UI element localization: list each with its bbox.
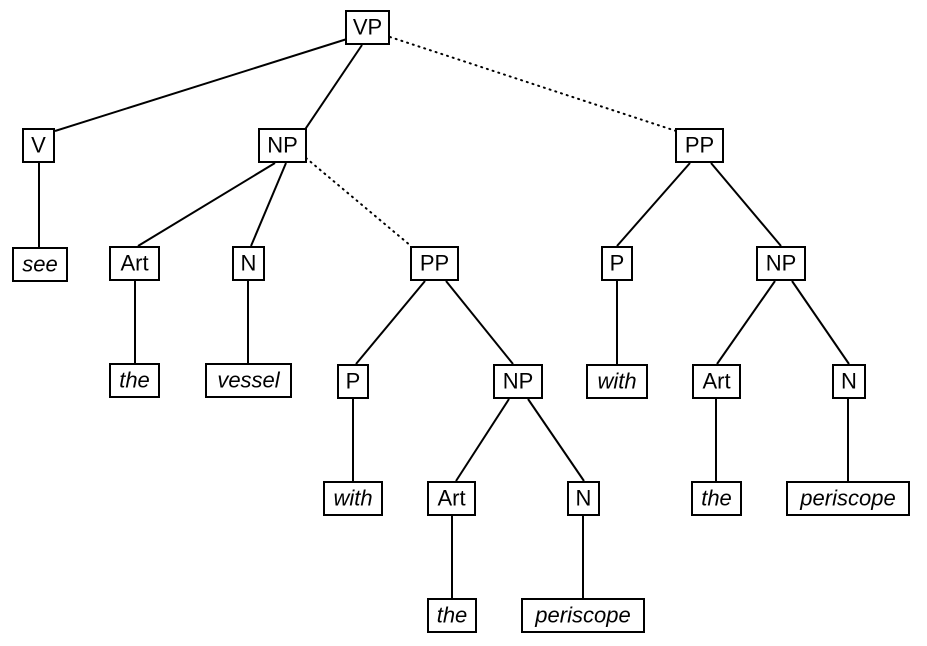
tree-node-v[interactable]: V xyxy=(22,128,55,163)
tree-node-the1[interactable]: the xyxy=(109,363,160,398)
node-label-the_mid: the xyxy=(437,602,468,627)
node-box-periscope_r xyxy=(786,481,910,516)
tree-edge-vp-to-v xyxy=(54,38,348,132)
node-box-pp_right xyxy=(675,128,724,163)
node-box-see xyxy=(12,247,68,282)
node-box-np_right xyxy=(756,246,806,281)
tree-node-the_right[interactable]: the xyxy=(691,481,742,516)
node-label-n_mid: N xyxy=(576,485,592,510)
tree-node-with_mid[interactable]: with xyxy=(323,481,383,516)
tree-edge-pp_right-to-p_right xyxy=(616,162,691,247)
tree-node-periscope_m[interactable]: periscope xyxy=(521,598,645,633)
tree-edge-np1-to-art1 xyxy=(137,162,276,247)
node-box-the_mid xyxy=(427,598,477,633)
tree-node-n_mid[interactable]: N xyxy=(567,481,600,516)
node-box-n1 xyxy=(232,246,265,281)
tree-edge-np_right-to-art_right xyxy=(716,280,776,365)
node-label-v: V xyxy=(31,132,46,157)
node-label-art_mid: Art xyxy=(437,485,465,510)
node-label-np1: NP xyxy=(267,132,298,157)
node-label-pp_mid: PP xyxy=(420,250,449,275)
node-label-the_right: the xyxy=(701,485,732,510)
node-box-vessel xyxy=(205,363,292,398)
tree-node-art_right[interactable]: Art xyxy=(692,364,741,399)
node-label-vessel: vessel xyxy=(217,367,280,392)
node-box-vp xyxy=(345,10,390,45)
node-box-the1 xyxy=(109,363,160,398)
tree-edge-np_mid-to-art_mid xyxy=(455,398,510,482)
node-box-p_mid xyxy=(337,364,369,399)
node-box-periscope_m xyxy=(521,598,645,633)
tree-node-pp_mid[interactable]: PP xyxy=(410,246,459,281)
node-box-with_right xyxy=(586,364,648,399)
tree-node-vessel[interactable]: vessel xyxy=(205,363,292,398)
node-box-np1 xyxy=(258,128,307,163)
node-label-periscope_m: periscope xyxy=(534,602,630,627)
tree-node-np_mid[interactable]: NP xyxy=(493,364,543,399)
node-label-periscope_r: periscope xyxy=(799,485,895,510)
tree-edge-np1-to-pp_mid xyxy=(305,157,412,247)
node-box-np_mid xyxy=(493,364,543,399)
node-label-with_right: with xyxy=(597,368,636,393)
node-box-with_mid xyxy=(323,481,383,516)
node-label-art1: Art xyxy=(120,250,148,275)
node-label-p_mid: P xyxy=(346,368,361,393)
node-box-art_mid xyxy=(427,481,476,516)
node-label-n1: N xyxy=(241,250,257,275)
tree-node-p_mid[interactable]: P xyxy=(337,364,369,399)
tree-edge-vp-to-pp_right xyxy=(389,36,677,132)
tree-edge-np_mid-to-n_mid xyxy=(527,398,585,482)
tree-edge-vp-to-np1 xyxy=(303,44,363,132)
node-label-pp_right: PP xyxy=(685,132,714,157)
node-box-art1 xyxy=(109,246,160,281)
tree-edge-np_right-to-n_right xyxy=(791,280,850,365)
tree-node-vp[interactable]: VP xyxy=(345,10,390,45)
tree-node-see[interactable]: see xyxy=(12,247,68,282)
node-box-art_right xyxy=(692,364,741,399)
node-label-with_mid: with xyxy=(333,485,372,510)
node-box-p_right xyxy=(601,246,633,281)
tree-edge-pp_mid-to-np_mid xyxy=(445,280,514,365)
node-box-n_right xyxy=(832,364,866,399)
tree-edge-pp_mid-to-p_mid xyxy=(355,280,426,365)
node-label-art_right: Art xyxy=(702,368,730,393)
node-label-np_mid: NP xyxy=(503,368,534,393)
tree-node-the_mid[interactable]: the xyxy=(427,598,477,633)
edge-layer xyxy=(38,36,850,598)
node-box-the_right xyxy=(691,481,742,516)
tree-edge-np1-to-n1 xyxy=(250,162,287,247)
node-box-n_mid xyxy=(567,481,600,516)
tree-node-np_right[interactable]: NP xyxy=(756,246,806,281)
tree-edge-pp_right-to-np_right xyxy=(710,162,782,247)
tree-node-n_right[interactable]: N xyxy=(832,364,866,399)
tree-node-with_right[interactable]: with xyxy=(586,364,648,399)
tree-node-art1[interactable]: Art xyxy=(109,246,160,281)
node-label-np_right: NP xyxy=(766,250,797,275)
node-label-n_right: N xyxy=(841,368,857,393)
node-label-p_right: P xyxy=(610,250,625,275)
node-box-v xyxy=(22,128,55,163)
tree-node-art_mid[interactable]: Art xyxy=(427,481,476,516)
tree-node-pp_right[interactable]: PP xyxy=(675,128,724,163)
tree-node-n1[interactable]: N xyxy=(232,246,265,281)
tree-node-p_right[interactable]: P xyxy=(601,246,633,281)
node-label-vp: VP xyxy=(353,14,382,39)
node-box-pp_mid xyxy=(410,246,459,281)
tree-node-np1[interactable]: NP xyxy=(258,128,307,163)
tree-node-periscope_r[interactable]: periscope xyxy=(786,481,910,516)
node-label-see: see xyxy=(22,251,57,276)
node-label-the1: the xyxy=(119,367,150,392)
